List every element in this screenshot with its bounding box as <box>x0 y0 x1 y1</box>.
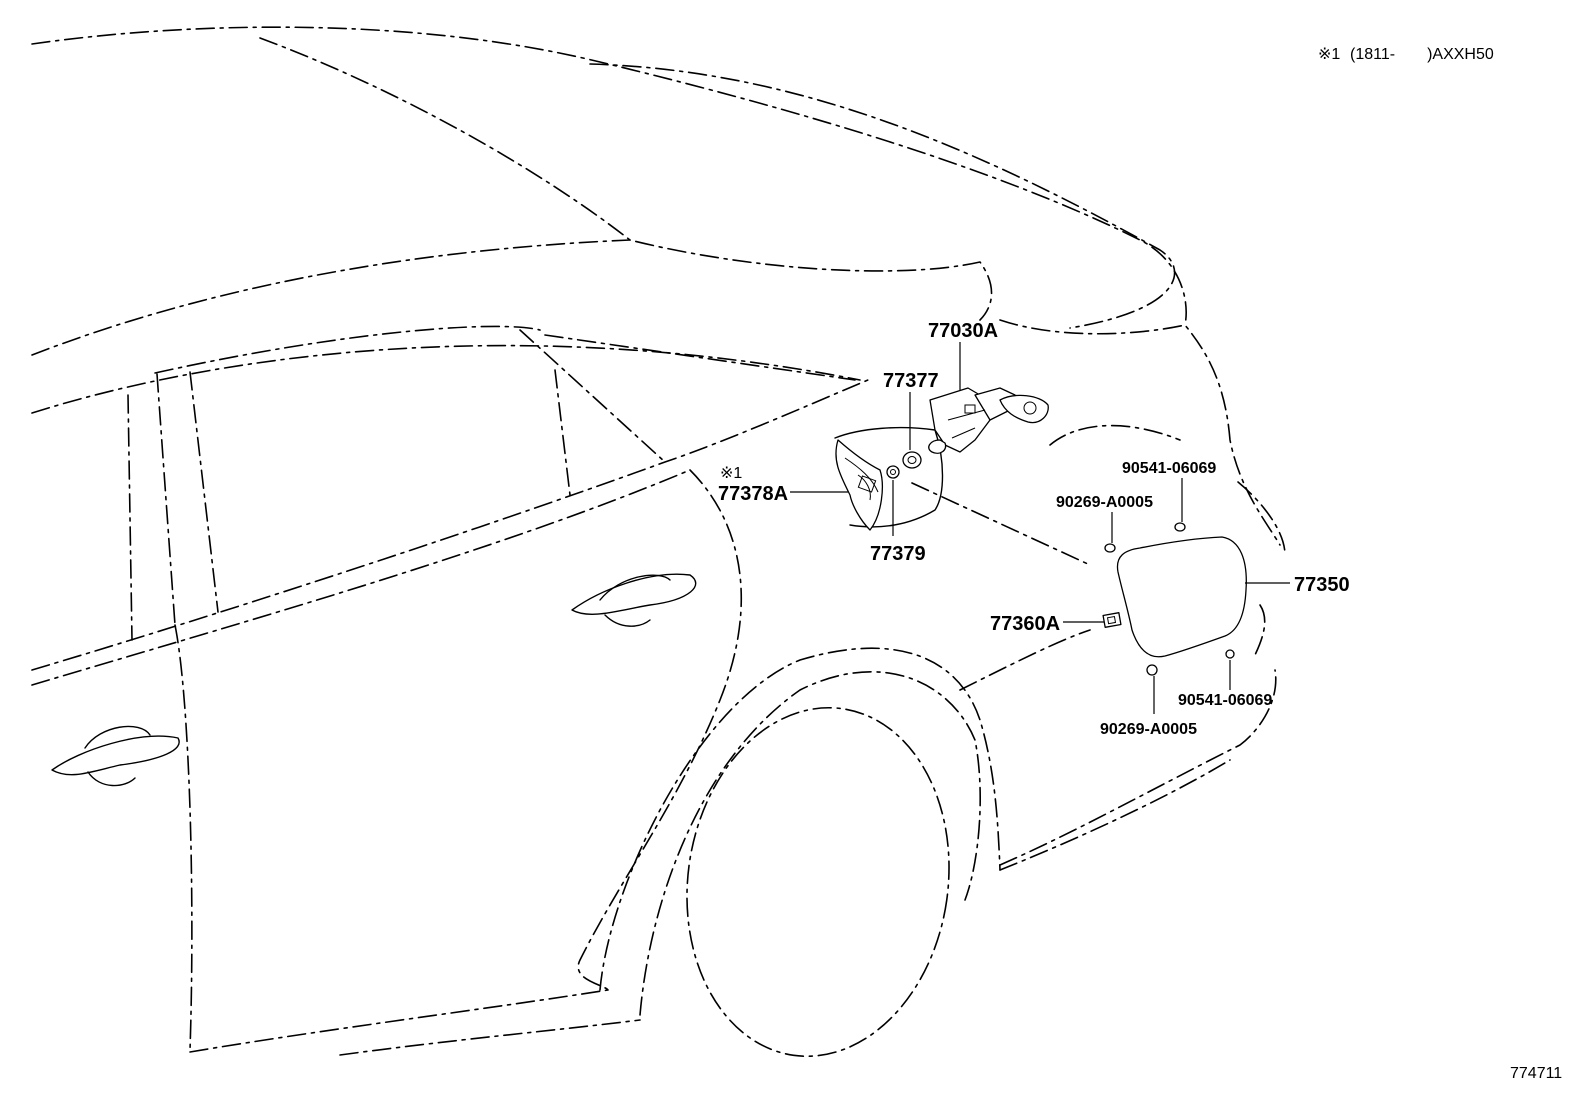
lid-hinge-part <box>1102 612 1122 628</box>
collar-77379-part <box>886 465 900 479</box>
car-body-outline <box>31 26 1286 1058</box>
callout-77360a: 77360A <box>990 613 1060 635</box>
screw-90541-top <box>1174 522 1186 532</box>
header-note-range: (1811- )AXXH50 <box>1350 46 1494 63</box>
filler-opening-outline <box>834 426 944 528</box>
screw-90541-bottom <box>1225 649 1235 659</box>
callout-77377: 77377 <box>883 370 939 392</box>
leader-lines <box>790 342 1290 714</box>
callout-77379: 77379 <box>870 543 926 565</box>
fuel-inlet-protector-part <box>835 439 883 531</box>
callout-90541-06069-bottom: 90541-06069 <box>1178 692 1272 709</box>
callout-90269-a0005-top: 90269-A0005 <box>1056 494 1153 511</box>
rear-door-handle <box>571 573 697 627</box>
header-note: ※1 (1811- )AXXH50 <box>1318 46 1494 63</box>
callout-90269-a0005-bottom: 90269-A0005 <box>1100 721 1197 738</box>
callout-77350: 77350 <box>1294 574 1350 596</box>
callout-77378a: 77378A <box>718 483 788 505</box>
clip-90269-top <box>1104 543 1116 553</box>
fuel-filler-lid-part <box>1116 536 1247 658</box>
callout-90541-06069-top: 90541-06069 <box>1122 460 1216 477</box>
clip-90269-bottom <box>1146 664 1158 676</box>
callout-77030a: 77030A <box>928 320 998 342</box>
header-note-marker: ※1 <box>1318 46 1340 63</box>
lid-opener-actuator-part <box>928 387 1049 454</box>
front-door-handle <box>51 725 180 787</box>
bushing-77377-part <box>902 451 922 469</box>
callout-77378a-marker: ※1 <box>720 465 742 482</box>
diagram-id: 774711 <box>1510 1065 1562 1082</box>
